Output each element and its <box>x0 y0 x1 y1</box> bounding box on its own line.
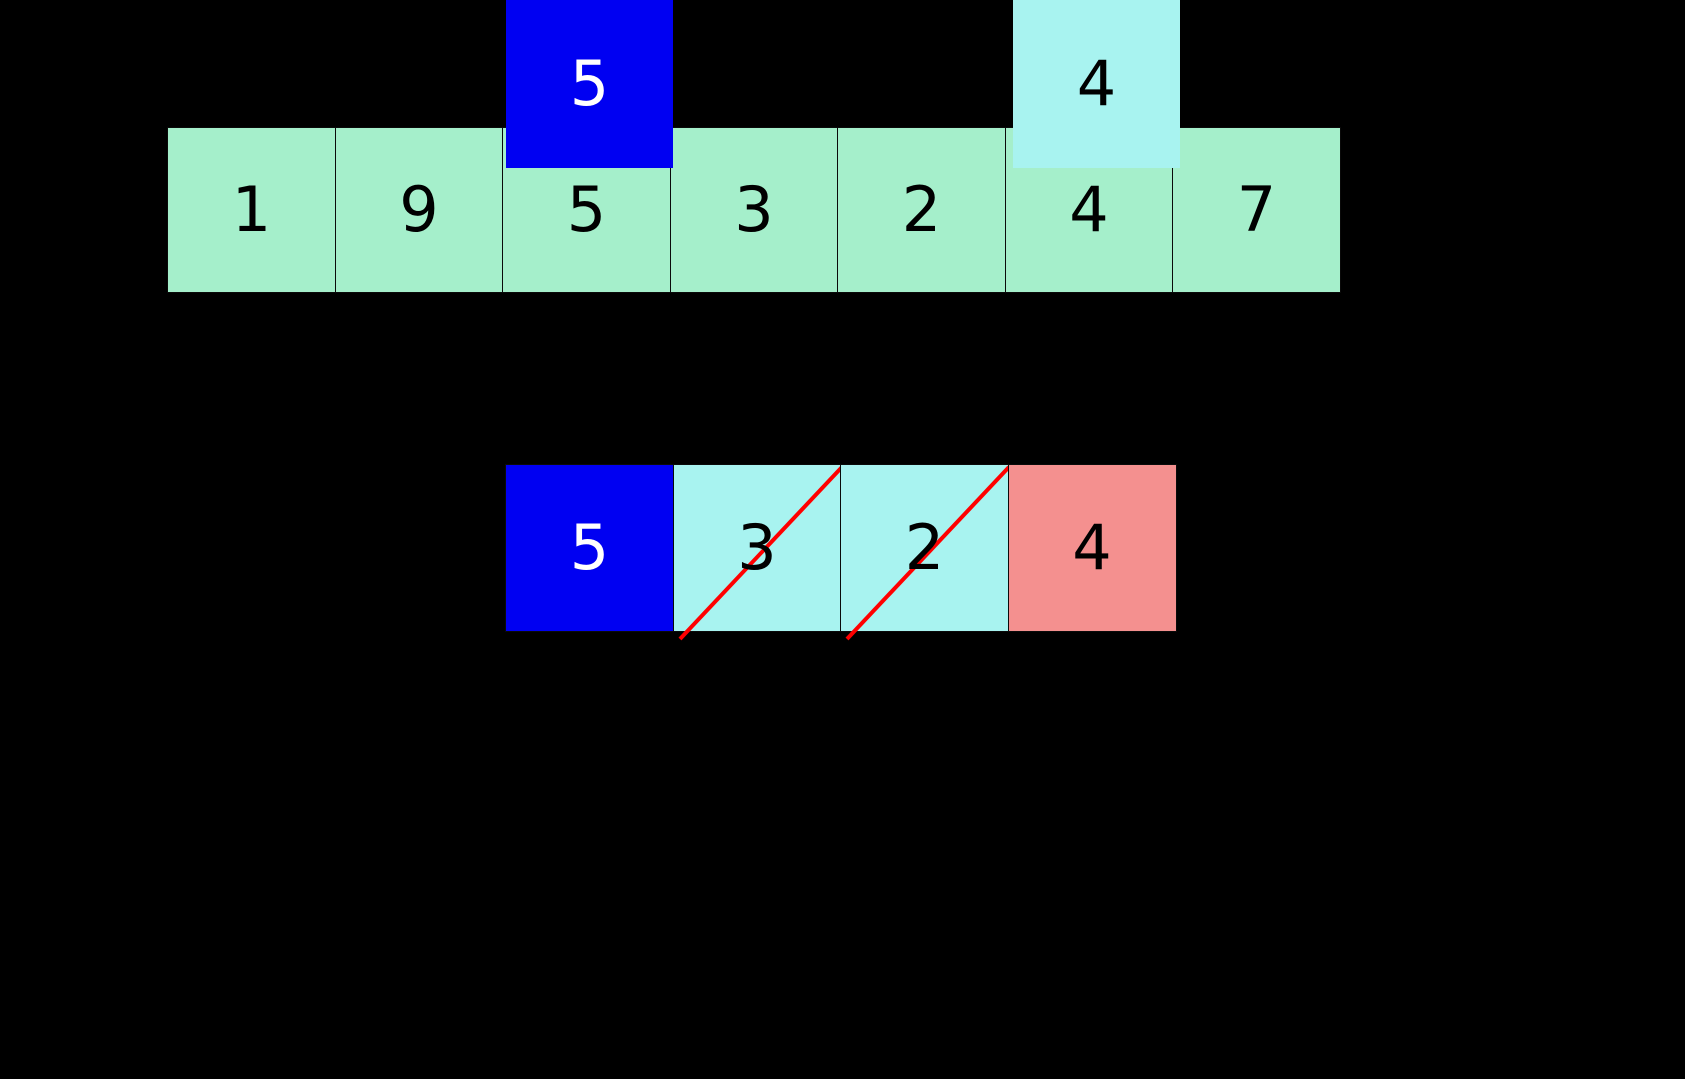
result-array-row: 5 4 <box>0 0 1685 168</box>
window-cell-value: 4 <box>1072 511 1112 584</box>
result-cell-value: 5 <box>569 47 610 120</box>
result-cell-value: 4 <box>1076 47 1117 120</box>
result-cell-left[interactable]: 5 <box>506 0 673 168</box>
input-cell-value: 9 <box>399 173 439 246</box>
window-array-row: 5 3 2 4 <box>505 464 1177 641</box>
window-cell-incoming[interactable]: 4 <box>1007 464 1177 632</box>
input-cell-value: 2 <box>901 173 942 246</box>
window-cell-removed[interactable]: 2 <box>840 464 1011 641</box>
input-cell[interactable]: 1 <box>167 127 336 293</box>
window-cell-value: 5 <box>569 511 610 584</box>
window-cell-value: 3 <box>737 511 777 584</box>
input-cell-value: 4 <box>1069 173 1109 246</box>
input-cell-value: 5 <box>566 173 607 246</box>
input-cell-value: 1 <box>231 173 272 246</box>
window-cell-selected[interactable]: 5 <box>505 464 674 632</box>
input-cell[interactable]: 3 <box>669 127 839 293</box>
input-cell-value: 3 <box>734 173 774 246</box>
input-cell[interactable]: 9 <box>334 127 504 293</box>
input-cell[interactable]: 2 <box>837 127 1006 293</box>
result-cell-right[interactable]: 4 <box>1013 0 1180 168</box>
window-cell-value: 2 <box>904 511 945 584</box>
input-cell[interactable]: 7 <box>1172 127 1341 293</box>
window-cell-removed[interactable]: 3 <box>672 464 843 641</box>
input-cell-value: 7 <box>1236 173 1277 246</box>
